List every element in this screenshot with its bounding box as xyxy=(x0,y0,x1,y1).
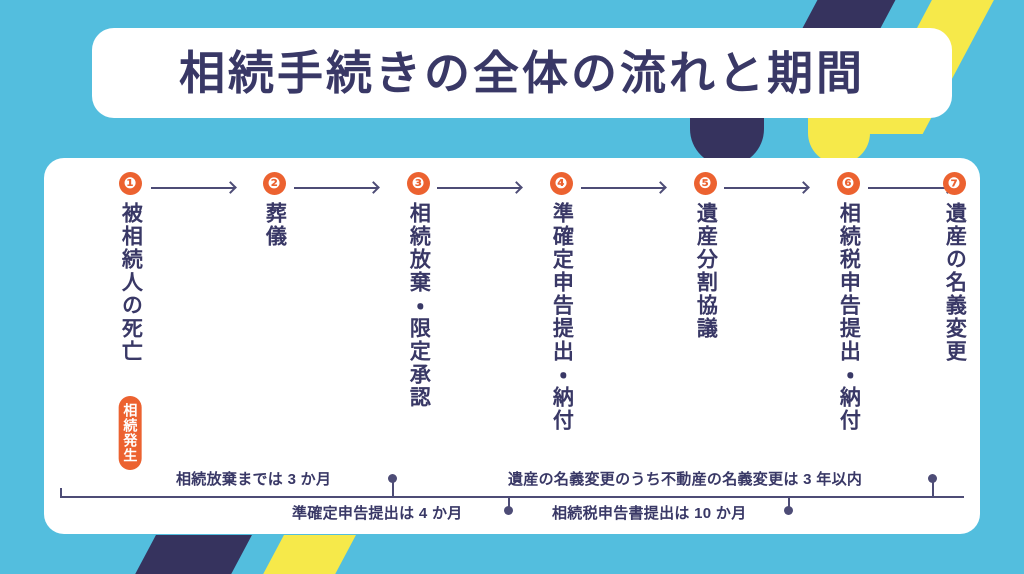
flow-arrow-6-to-7 xyxy=(868,181,954,194)
arrow-shaft xyxy=(294,187,377,189)
step-number-badge: ❺ xyxy=(693,172,717,195)
deadline-label-10-months: 相続税申告書提出は 10 か月 xyxy=(552,505,747,522)
stripe-bottom-left-yellow xyxy=(252,535,356,574)
flow-step-4[interactable]: ❹ 準確定申告提出・納付 xyxy=(497,172,625,432)
step-label: 被相続人の死亡 xyxy=(119,202,143,363)
deadline-stem-3-years xyxy=(932,476,934,497)
flow-step-1[interactable]: ❶ 被相続人の死亡 相続発生 xyxy=(66,172,194,470)
step-label: 相続税申告提出・納付 xyxy=(837,202,861,432)
deadline-stem-3-months xyxy=(392,476,394,497)
step-label: 遺産分割協議 xyxy=(694,202,718,340)
flow-arrow-4-to-5 xyxy=(581,181,667,194)
flow-step-7[interactable]: ❼ 遺産の名義変更 xyxy=(928,172,980,363)
arrow-shaft xyxy=(868,187,951,189)
arrow-shaft xyxy=(724,187,807,189)
flow-step-5[interactable]: ❺ 遺産分割協議 xyxy=(641,172,769,340)
deadline-label-4-months: 準確定申告提出は 4 か月 xyxy=(292,505,463,522)
step-number-badge: ❶ xyxy=(118,172,142,195)
arrow-shaft xyxy=(437,187,520,189)
flow-steps: ❶ 被相続人の死亡 相続発生 ❷ 葬儀 ❸ 相続放棄・限定承認 xyxy=(44,172,980,470)
deadline-label-3-years: 遺産の名義変更のうち不動産の名義変更は 3 年以内 xyxy=(508,471,863,488)
flow-step-6[interactable]: ❻ 相続税申告提出・納付 xyxy=(784,172,912,432)
timeline-start-tick xyxy=(60,488,62,498)
step-label: 葬儀 xyxy=(263,202,287,248)
step-label: 相続放棄・限定承認 xyxy=(407,202,431,409)
step-number-badge: ❻ xyxy=(836,172,860,195)
flow-arrow-1-to-2 xyxy=(151,181,237,194)
deadline-timeline: 相続放棄までは 3 か月 準確定申告提出は 4 か月 相続税申告書提出は 10 … xyxy=(44,458,980,534)
stripe-bottom-left-navy xyxy=(124,535,252,574)
flow-card: ❶ 被相続人の死亡 相続発生 ❷ 葬儀 ❸ 相続放棄・限定承認 xyxy=(44,158,980,534)
step-number-badge: ❷ xyxy=(262,172,286,195)
deadline-stem-4-months xyxy=(508,497,510,511)
arrow-shaft xyxy=(581,187,664,189)
flow-arrow-5-to-6 xyxy=(724,181,810,194)
flow-arrow-3-to-4 xyxy=(437,181,523,194)
step-label: 準確定申告提出・納付 xyxy=(550,202,574,432)
step-label: 遺産の名義変更 xyxy=(943,202,967,363)
page-title: 相続手続きの全体の流れと期間 xyxy=(179,47,865,99)
flow-step-3[interactable]: ❸ 相続放棄・限定承認 xyxy=(354,172,482,409)
step-number-badge: ❸ xyxy=(406,172,430,195)
deadline-label-3-months: 相続放棄までは 3 か月 xyxy=(176,471,332,488)
deadline-stem-10-months xyxy=(788,497,790,511)
arrow-shaft xyxy=(151,187,234,189)
flow-step-2[interactable]: ❷ 葬儀 xyxy=(210,172,338,248)
step-number-badge: ❹ xyxy=(549,172,573,195)
step-number-badge: ❼ xyxy=(942,172,966,195)
flow-arrow-2-to-3 xyxy=(294,181,380,194)
inheritance-start-badge: 相続発生 xyxy=(118,396,142,470)
title-card: 相続手続きの全体の流れと期間 xyxy=(92,28,952,118)
timeline-axis xyxy=(60,496,964,498)
